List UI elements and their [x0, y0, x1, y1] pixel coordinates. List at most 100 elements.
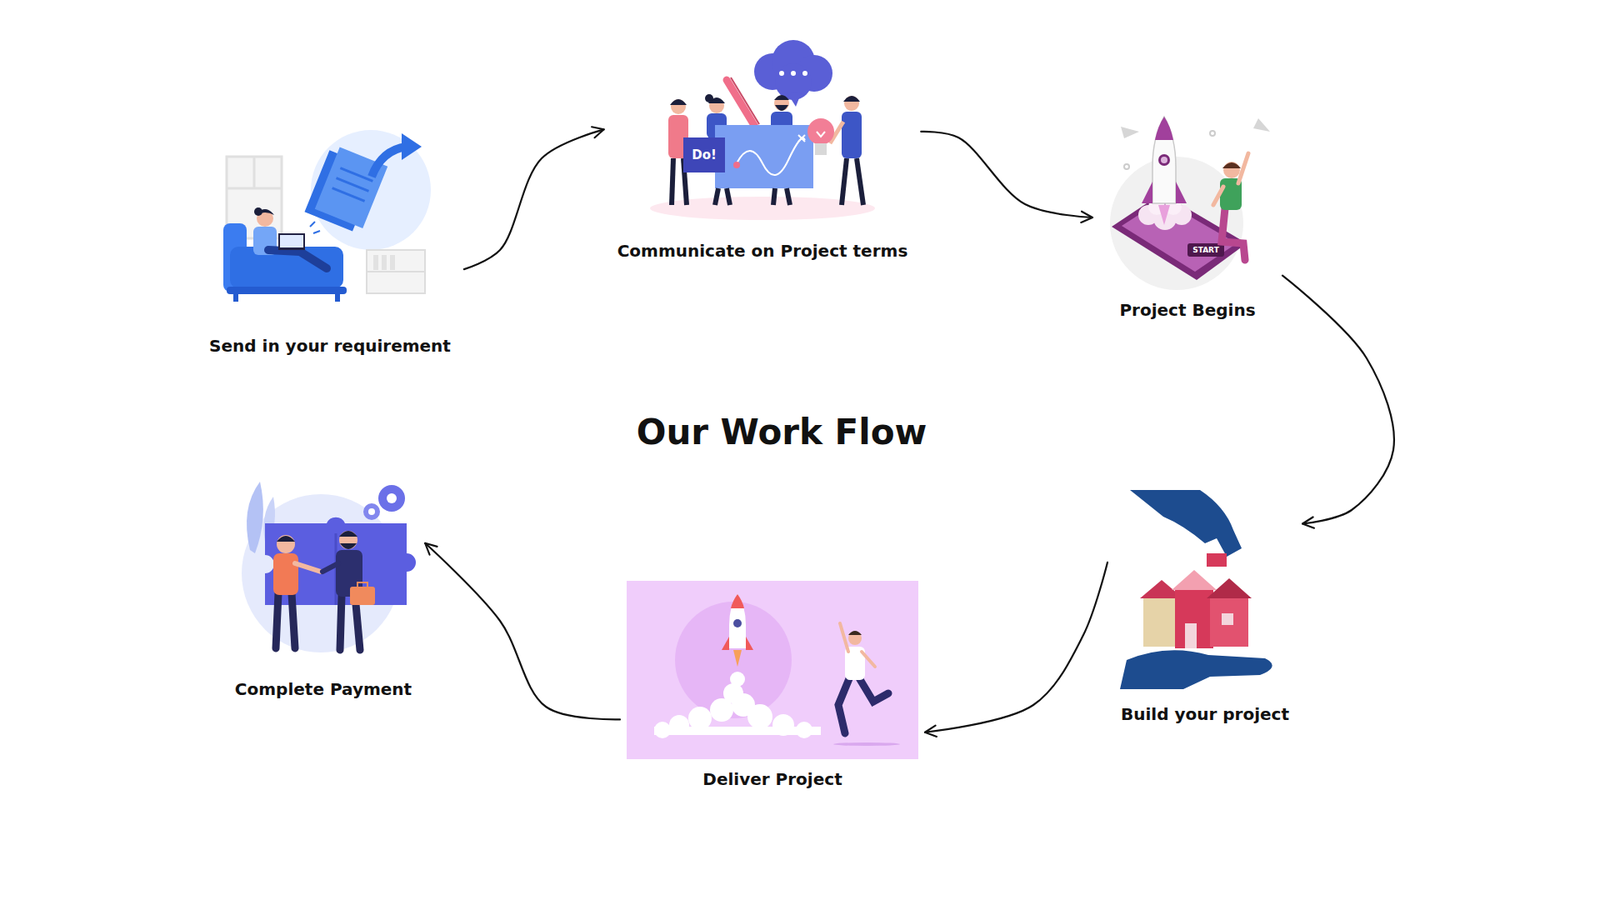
payment-illustration-line [340, 595, 342, 650]
build-illustration-rect [1143, 596, 1180, 647]
communicate-illustration-rect [715, 125, 814, 189]
deliver-illustration-circle [747, 704, 773, 730]
payment-illustration-line [295, 563, 321, 572]
requirement-illustration-rect [226, 286, 347, 295]
requirement-illustration-circle [254, 207, 263, 216]
payment-illustration-circle [386, 493, 397, 504]
deliver-illustration-path [848, 630, 862, 635]
launch-illustration-path [1155, 116, 1174, 140]
illustration-label: Do! [691, 149, 717, 162]
build-illustration-rect [1210, 596, 1249, 647]
launch-illustration-circle [1210, 130, 1215, 136]
deliver-illustration-circle [733, 619, 742, 628]
launch-illustration-path [1175, 181, 1187, 204]
deliver-illustration-path [730, 594, 745, 609]
communicate-illustration-path [798, 135, 805, 142]
launch-illustration-path [1120, 126, 1140, 139]
launch-illustration-rect [1187, 243, 1225, 257]
deliver-illustration-path [858, 676, 889, 702]
payment-illustration-circle [276, 535, 295, 554]
communicate-illustration-line [730, 77, 760, 125]
build-illustration-path [1130, 490, 1242, 557]
flow-arrow [1282, 275, 1395, 525]
communicate-illustration-rect [815, 143, 827, 155]
build-illustration-rect [1206, 553, 1227, 567]
communicate-illustration-circle [802, 70, 808, 76]
communicate-illustration-line [841, 158, 847, 205]
communicate-illustration [650, 40, 875, 220]
payment-illustration-rect [273, 553, 299, 595]
launch-illustration-path [1221, 208, 1245, 260]
build-illustration-path [1120, 650, 1273, 690]
requirement-illustration-rect [390, 255, 395, 270]
step-node: Project Begins [1099, 110, 1276, 325]
deliver-illustration-path [729, 594, 746, 649]
step-label: Send in your requirement [202, 335, 458, 356]
payment-illustration-line [291, 593, 295, 649]
launch-illustration-circle [1124, 164, 1130, 170]
launch-illustration-circle [1160, 156, 1168, 164]
launch-illustration-path [1141, 181, 1153, 204]
communicate-illustration-path [816, 131, 825, 137]
deliver-illustration-line [861, 651, 875, 667]
deliver-illustration-line [840, 623, 849, 652]
communicate-illustration-path [787, 91, 802, 107]
deliver-illustration-circle [710, 698, 734, 722]
communicate-illustration-circle [705, 94, 714, 103]
deliver-illustration-rect [626, 580, 919, 760]
illustration-label: START [1192, 246, 1220, 255]
step-label: Build your project [1114, 704, 1296, 725]
communicate-illustration-rect [841, 111, 862, 159]
step-node: Deliver Project [626, 580, 919, 795]
communicate-illustration-circle [774, 95, 790, 111]
deliver-illustration-path [733, 650, 742, 667]
deliver-illustration-circle [848, 631, 862, 645]
build-illustration-rect [1221, 613, 1234, 625]
document-icon-line [336, 178, 370, 192]
step-label: Complete Payment [228, 679, 419, 700]
step-node: Complete Payment [228, 474, 419, 705]
step-label: Communicate on Project terms [610, 240, 915, 261]
requirement-illustration-rect [381, 255, 387, 270]
launch-illustration [1110, 116, 1270, 290]
requirement-illustration-path [401, 133, 422, 160]
launch-illustration-circle [1223, 161, 1240, 179]
build-illustration-rect [1185, 623, 1197, 649]
communicate-illustration-circle [844, 95, 860, 111]
flow-arrow [464, 129, 605, 270]
payment-illustration-rect [350, 586, 375, 605]
deliver-illustration-rect [654, 726, 821, 735]
launch-illustration-path [1222, 162, 1241, 169]
communicate-illustration-path [843, 95, 860, 102]
requirement-illustration-rect [335, 293, 340, 302]
document-icon-line [332, 188, 365, 202]
communicate-illustration-circle [779, 70, 785, 76]
communicate-illustration-circle [807, 118, 835, 145]
deliver-illustration-path [745, 636, 754, 650]
requirement-illustration-rect [366, 250, 425, 294]
communicate-illustration-rect [683, 137, 725, 173]
communicate-illustration-path [670, 99, 687, 105]
launch-illustration-path [1253, 118, 1270, 132]
payment-illustration-path [246, 481, 264, 554]
payment-illustration-rect [357, 582, 368, 588]
payment-illustration-path [265, 517, 416, 605]
communicate-illustration-line [726, 188, 730, 205]
payment-illustration-circle [339, 530, 358, 550]
deliver-illustration [626, 580, 919, 760]
communicate-illustration-path [775, 105, 789, 111]
document-icon [304, 144, 388, 235]
launch-illustration-line [1238, 153, 1249, 184]
requirement-illustration-path [371, 146, 407, 177]
communicate-illustration-line [786, 188, 790, 205]
payment-illustration [241, 481, 416, 653]
step-label: Project Begins [1099, 300, 1276, 320]
communicate-illustration-line [726, 80, 755, 127]
requirement-illustration-rect [233, 293, 239, 302]
build-illustration-rect [1175, 588, 1214, 649]
communicate-illustration-circle [790, 70, 796, 76]
payment-illustration-path [339, 530, 358, 537]
deliver-illustration-path [838, 676, 850, 734]
